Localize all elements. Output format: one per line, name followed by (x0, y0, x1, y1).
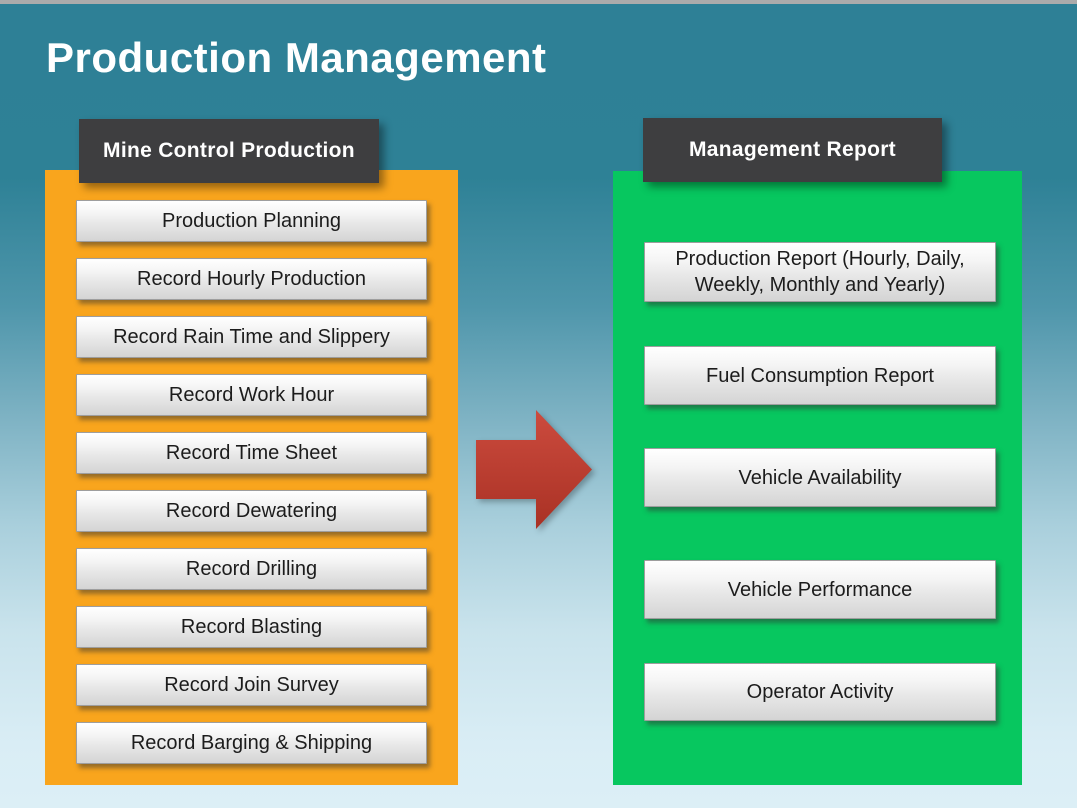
left-panel-header-label: Mine Control Production (103, 139, 355, 162)
menu-button-record-drilling[interactable]: Record Drilling (76, 548, 427, 590)
menu-button-record-rain-time[interactable]: Record Rain Time and Slippery (76, 316, 427, 358)
right-panel-header-label: Management Report (689, 138, 896, 161)
report-button-fuel-consumption[interactable]: Fuel Consumption Report (644, 346, 996, 405)
report-button-production-report[interactable]: Production Report (Hourly, Daily, Weekly… (644, 242, 996, 302)
management-report-panel: Production Report (Hourly, Daily, Weekly… (613, 171, 1022, 785)
report-button-vehicle-availability[interactable]: Vehicle Availability (644, 448, 996, 507)
report-button-operator-activity[interactable]: Operator Activity (644, 663, 996, 721)
report-button-vehicle-performance[interactable]: Vehicle Performance (644, 560, 996, 619)
top-border-bar (0, 0, 1077, 4)
menu-button-record-join-survey[interactable]: Record Join Survey (76, 664, 427, 706)
menu-button-record-hourly-production[interactable]: Record Hourly Production (76, 258, 427, 300)
left-panel-header: Mine Control Production (79, 119, 379, 183)
menu-button-record-barging-shipping[interactable]: Record Barging & Shipping (76, 722, 427, 764)
menu-button-production-planning[interactable]: Production Planning (76, 200, 427, 242)
menu-button-record-work-hour[interactable]: Record Work Hour (76, 374, 427, 416)
page-title: Production Management (46, 34, 547, 81)
right-arrow-icon (476, 410, 592, 529)
mine-control-panel: Production Planning Record Hourly Produc… (45, 170, 458, 785)
menu-button-record-dewatering[interactable]: Record Dewatering (76, 490, 427, 532)
menu-button-record-time-sheet[interactable]: Record Time Sheet (76, 432, 427, 474)
menu-button-record-blasting[interactable]: Record Blasting (76, 606, 427, 648)
right-panel-header: Management Report (643, 118, 942, 182)
